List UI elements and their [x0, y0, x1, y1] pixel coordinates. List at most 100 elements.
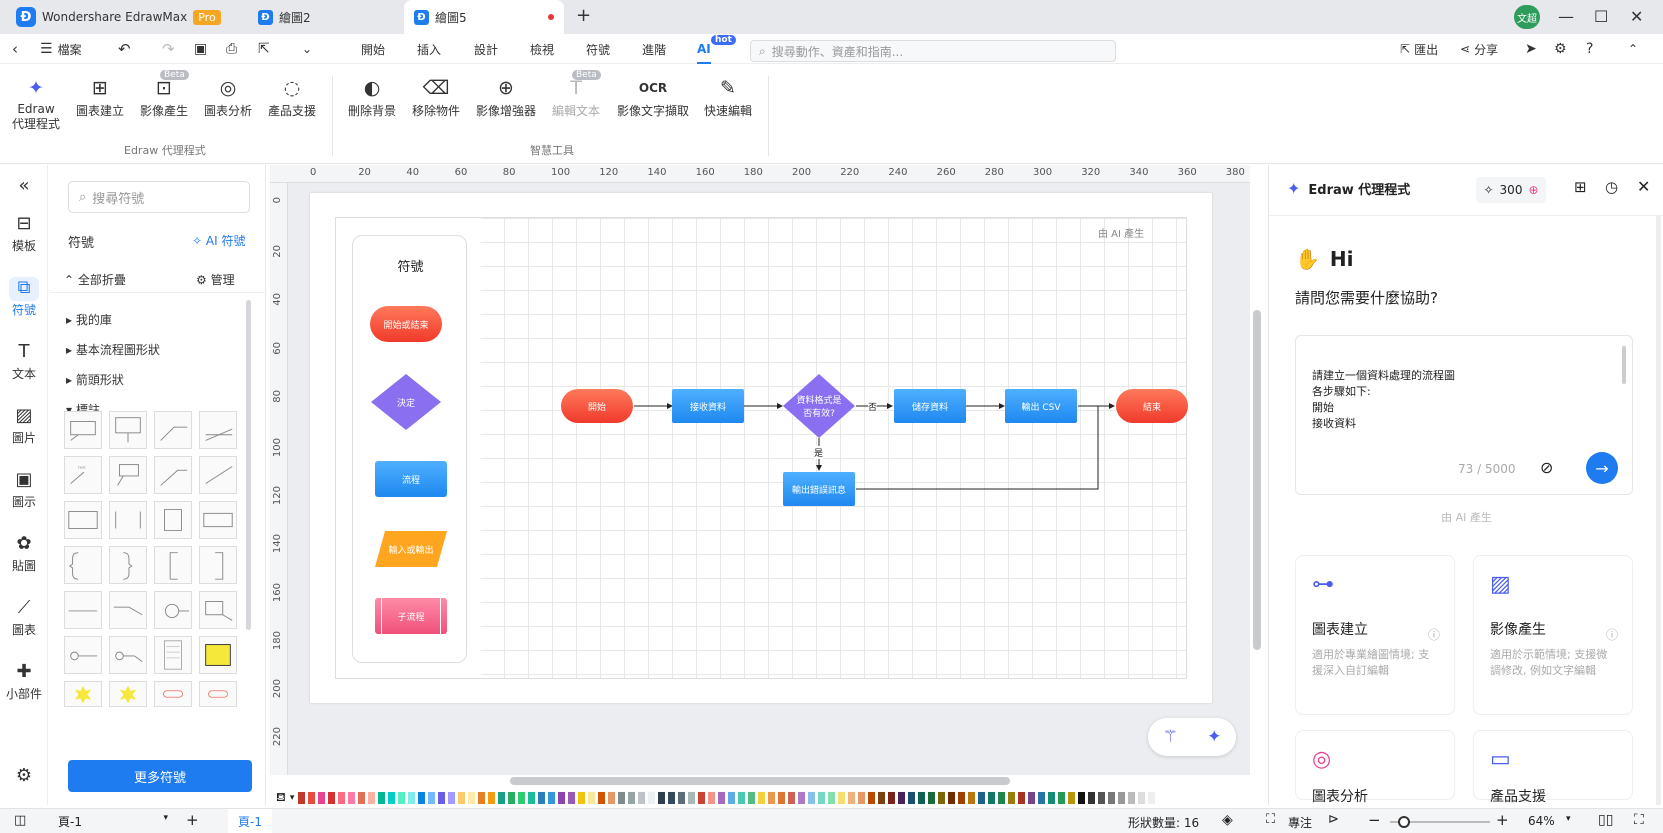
add-page-icon[interactable]: + [186, 811, 199, 829]
remove-background-button[interactable]: ◐ 刪除背景 [346, 74, 398, 119]
callout-shape-thumbnail[interactable] [154, 501, 192, 539]
color-swatch[interactable] [838, 792, 846, 804]
callout-shape-thumbnail[interactable] [154, 546, 192, 584]
callout-shape-thumbnail[interactable] [199, 591, 237, 629]
maximize-icon[interactable]: ☐ [1594, 7, 1609, 26]
color-swatch[interactable] [708, 792, 716, 804]
callout-shape-thumbnail[interactable] [154, 636, 192, 674]
color-swatch[interactable] [868, 792, 876, 804]
color-swatch[interactable] [958, 792, 966, 804]
color-swatch[interactable] [668, 792, 676, 804]
color-swatch[interactable] [858, 792, 866, 804]
color-swatch[interactable] [1128, 792, 1136, 804]
card-diagram-analysis[interactable]: ◎ 圖表分析 [1295, 730, 1455, 805]
menu-home[interactable]: 開始 [361, 42, 386, 57]
play-icon[interactable]: ⊳ [1328, 812, 1339, 827]
color-swatch[interactable] [978, 792, 986, 804]
callout-shape-thumbnail[interactable] [199, 546, 237, 584]
color-swatch[interactable] [1078, 792, 1086, 804]
menu-ai[interactable]: AI hot [697, 34, 736, 64]
callout-shape-thumbnail[interactable] [109, 411, 147, 449]
ocr-button[interactable]: OCR 影像文字擷取 [614, 74, 692, 119]
undo-icon[interactable]: ↶ [118, 40, 131, 58]
color-swatch[interactable] [998, 792, 1006, 804]
focus-label[interactable]: 專注 [1288, 816, 1313, 830]
color-swatch[interactable] [698, 792, 706, 804]
collapse-panel-icon[interactable]: « [18, 175, 30, 196]
send-prompt-button[interactable]: → [1586, 452, 1618, 484]
manage-button[interactable]: ⚙ 管理 [196, 271, 235, 288]
color-swatch[interactable] [898, 792, 906, 804]
color-swatch[interactable] [458, 792, 466, 804]
color-swatch[interactable] [578, 792, 586, 804]
color-swatch[interactable] [328, 792, 336, 804]
chevron-down-icon[interactable]: ▾ [1566, 814, 1571, 824]
symbol-search-input[interactable]: ⌕ 搜尋符號 [68, 181, 250, 213]
nav-widgets[interactable]: ✚小部件 [0, 661, 48, 702]
color-swatch[interactable] [658, 792, 666, 804]
file-menu[interactable]: ☰檔案 [40, 34, 82, 64]
color-swatch[interactable] [588, 792, 596, 804]
callout-shape-thumbnail[interactable] [64, 411, 102, 449]
quick-edit-button[interactable]: ✎ 快速編輯 [702, 74, 754, 119]
menu-advanced[interactable]: 進階 [642, 42, 667, 57]
callout-shape-thumbnail[interactable] [64, 546, 102, 584]
print-icon[interactable]: ⎙ [226, 41, 238, 57]
diagram-analysis-button[interactable]: ◎ 圖表分析 [202, 74, 254, 119]
color-swatch[interactable] [1068, 792, 1076, 804]
connector[interactable] [856, 406, 1099, 490]
color-swatch[interactable] [318, 792, 326, 804]
node-decision[interactable]: 資料格式是否有效? [783, 374, 855, 438]
category-arrows[interactable]: ▸ 箭頭形狀 [66, 371, 124, 388]
color-swatch[interactable] [988, 792, 996, 804]
edit-text-button[interactable]: T Beta 編輯文本 [550, 70, 602, 119]
command-search[interactable]: ⌕ 搜尋動作、資產和指南... [750, 40, 1116, 62]
collapse-ribbon-icon[interactable]: ⌃ [1628, 42, 1639, 56]
color-swatch[interactable] [418, 792, 426, 804]
redo-icon[interactable]: ↷ [162, 40, 175, 58]
color-swatch[interactable] [918, 792, 926, 804]
callout-shape-thumbnail[interactable] [64, 501, 102, 539]
collapse-all-button[interactable]: ⌃ 全部折疊 [64, 271, 126, 288]
info-icon[interactable]: ⓘ [1427, 628, 1440, 642]
edraw-agent-button[interactable]: ✦ Edraw 代理程式 [10, 74, 62, 132]
tab-drawing2[interactable]: Ð 繪圖2 [248, 0, 321, 34]
color-swatch[interactable] [1038, 792, 1046, 804]
callout-shape-thumbnail[interactable] [154, 591, 192, 629]
category-basic-flowchart[interactable]: ▸ 基本流程圖形狀 [66, 341, 160, 358]
callout-shape-thumbnail[interactable] [64, 591, 102, 629]
color-swatch[interactable] [538, 792, 546, 804]
color-swatch[interactable] [498, 792, 506, 804]
node-error-output[interactable]: 輸出錯誤訊息 [783, 472, 855, 506]
color-swatch[interactable] [398, 792, 406, 804]
zoom-slider[interactable] [1390, 821, 1490, 823]
color-swatch[interactable] [688, 792, 696, 804]
zoom-level[interactable]: 64% [1528, 814, 1555, 828]
close-window-icon[interactable]: ✕ [1630, 7, 1644, 26]
color-swatch[interactable] [468, 792, 476, 804]
nav-stickers[interactable]: ✿貼圖 [0, 533, 48, 574]
color-swatch[interactable] [908, 792, 916, 804]
color-swatch[interactable] [1058, 792, 1066, 804]
color-swatch[interactable] [798, 792, 806, 804]
color-swatch[interactable] [878, 792, 886, 804]
fill-bucket-icon[interactable]: ⛾ [276, 790, 286, 804]
callout-shape-thumbnail[interactable] [109, 501, 147, 539]
legend-process[interactable]: 流程 [375, 461, 447, 497]
node-receive-data[interactable]: 接收資料 [672, 389, 744, 423]
ai-symbols-button[interactable]: ✧ AI 符號 [192, 232, 245, 249]
color-swatch[interactable] [788, 792, 796, 804]
close-panel-icon[interactable]: ✕ [1637, 177, 1651, 196]
callout-shape-thumbnail[interactable] [199, 681, 237, 707]
menu-design[interactable]: 設計 [474, 42, 499, 57]
layers-icon[interactable]: ◈ [1222, 812, 1233, 828]
magic-wand-icon[interactable]: ⚚ [1162, 727, 1178, 747]
color-swatch[interactable] [508, 792, 516, 804]
node-output-csv[interactable]: 輸出 CSV [1005, 389, 1077, 423]
color-swatch[interactable] [558, 792, 566, 804]
menu-symbols[interactable]: 符號 [586, 42, 611, 57]
color-swatch[interactable] [598, 792, 606, 804]
color-swatch[interactable] [768, 792, 776, 804]
image-generate-button[interactable]: ⊡ Beta 影像產生 [138, 70, 190, 119]
